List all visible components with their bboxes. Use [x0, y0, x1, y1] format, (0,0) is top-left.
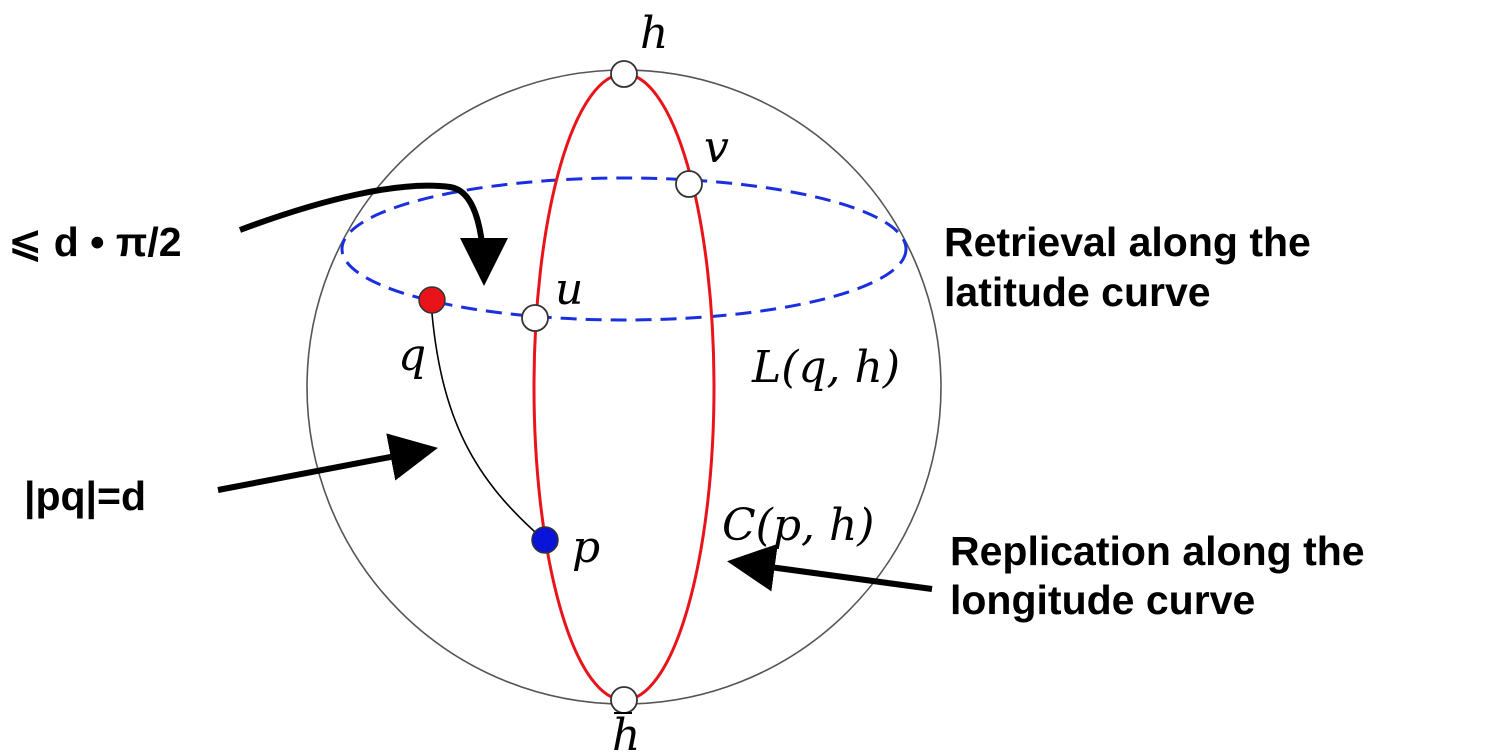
label-q: q [398, 330, 426, 381]
geodesic-pq [430, 301, 545, 541]
point-u [521, 304, 549, 332]
point-p [531, 526, 559, 554]
point-q [418, 286, 446, 314]
retrieval-label-line2: latitude curve [944, 269, 1211, 315]
label-h-bar: h [612, 710, 640, 753]
label-v: v [704, 122, 729, 173]
retrieval-label-line1: Retrieval along the [944, 219, 1311, 265]
arc-bound-arrow [238, 182, 508, 286]
arc-bound-label: ⩽ d • π/2 [8, 219, 182, 265]
label-longitude-curve: C(p, h) [722, 500, 874, 551]
replication-arrow [727, 543, 933, 592]
distance-label: |pq|=d [24, 473, 146, 519]
replication-label-line1: Replication along the [950, 528, 1365, 574]
point-v [675, 170, 703, 198]
point-h [610, 60, 638, 88]
latitude-curve [340, 176, 908, 322]
label-u: u [555, 264, 583, 315]
label-latitude-curve: L(q, h) [751, 342, 900, 393]
label-h: h [640, 8, 668, 59]
label-p: p [572, 522, 600, 573]
longitude-curve [532, 72, 716, 702]
distance-arrow [217, 433, 438, 493]
replication-label-line2: longitude curve [950, 577, 1255, 623]
